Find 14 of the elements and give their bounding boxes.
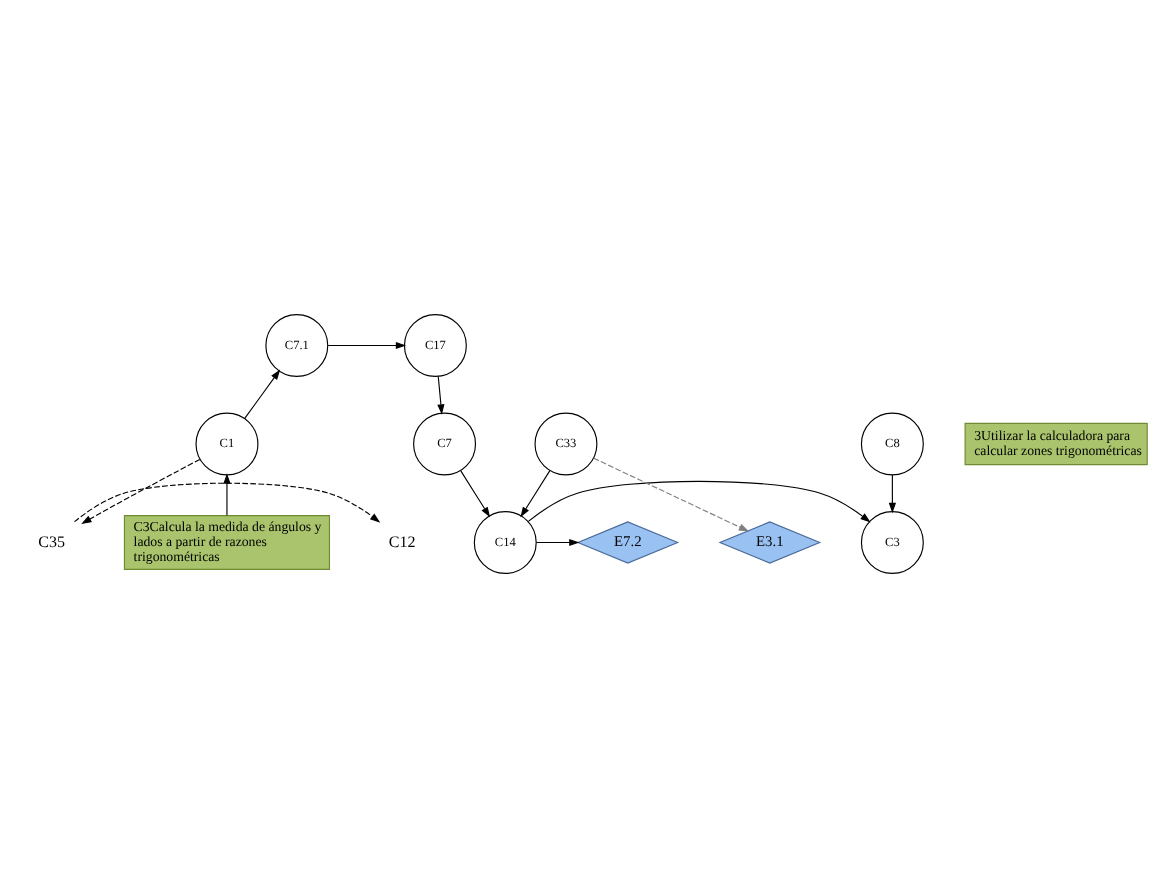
node-text: C12 [388, 532, 416, 551]
arrow [593, 457, 750, 532]
arrow [437, 376, 445, 415]
arrow [520, 470, 551, 518]
arrow [81, 458, 201, 525]
arrow [527, 480, 871, 523]
arrow [888, 474, 896, 514]
arrow [244, 369, 281, 420]
arrow [460, 470, 491, 518]
arrow [327, 341, 407, 350]
arrow [73, 482, 381, 523]
node-text: C35 [38, 532, 66, 551]
arrow [223, 473, 231, 516]
arrow [535, 538, 580, 547]
